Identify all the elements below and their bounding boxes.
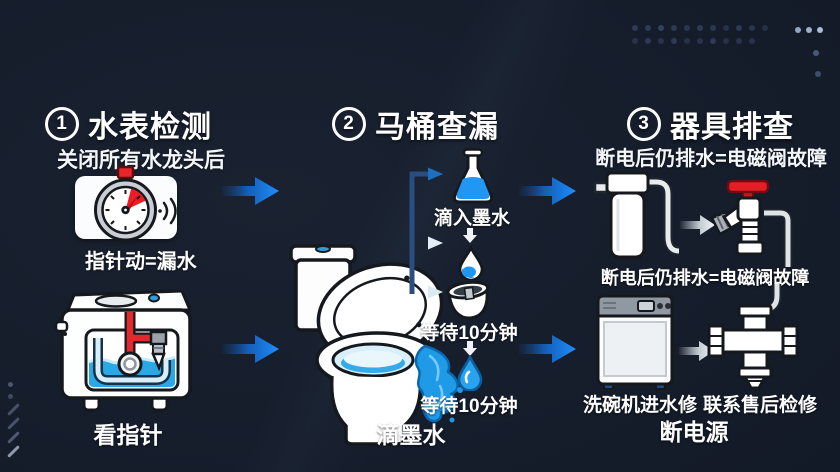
step2-title-text: 马桶查漏 <box>375 111 499 144</box>
slash-decoration-2 <box>7 417 20 430</box>
step3-dishwasher-caption: 洗碗机进水修 <box>582 395 698 416</box>
step3-number-circle: 3 <box>627 107 661 141</box>
step2-wait-caption-2: 等待10分钟 <box>420 396 518 417</box>
step3-title: 3 器具排查 <box>627 102 794 146</box>
down-arrow-icon <box>463 228 477 243</box>
step2-title: 2 马桶查漏 <box>332 102 499 146</box>
slash-decoration-4 <box>7 445 20 458</box>
branch-bracket-icon <box>409 167 443 299</box>
dishwasher-icon <box>596 294 674 390</box>
step1-meter-caption: 指针动=漏水 <box>85 251 197 273</box>
dots-decoration-top <box>632 25 638 31</box>
step1-title-text: 水表检测 <box>88 111 212 144</box>
flow-arrow-icon <box>519 177 576 205</box>
toilet-bowl-icon <box>446 280 490 320</box>
dots-decoration-top-2 <box>632 38 638 44</box>
step1-tank-caption: 看指针 <box>93 422 163 448</box>
slash-decoration-3 <box>7 431 20 444</box>
step1-subtitle: 关闭所有水龙头后 <box>57 149 225 172</box>
step2-number-circle: 2 <box>332 107 366 141</box>
step3-subtitle: 断电后仍排水=电磁阀故障 <box>595 148 827 170</box>
water-filter-icon <box>594 171 680 259</box>
dots-decoration-left <box>8 382 13 387</box>
step1-title: 1 水表检测 <box>45 102 212 146</box>
water-meter-icon <box>94 165 177 242</box>
down-arrow-icon <box>463 341 477 356</box>
flow-arrow-icon <box>222 335 279 363</box>
step3-power-caption: 断电源 <box>659 419 729 445</box>
valve-faucet-icon <box>710 179 793 267</box>
step2-wait-caption-1: 等待10分钟 <box>420 323 518 344</box>
pipe-fitting-icon <box>707 284 799 390</box>
step-arrow-icon <box>680 215 715 235</box>
flow-arrow-icon <box>222 177 279 205</box>
step2-toilet-caption: 滴墨水 <box>376 422 446 448</box>
droplet-icon <box>458 246 484 280</box>
step3-title-text: 器具排查 <box>670 111 794 144</box>
ink-flask-icon <box>452 148 494 204</box>
step3-service-caption: 联系售后检修 <box>702 395 818 416</box>
step1-number-circle: 1 <box>45 107 79 141</box>
toilet-tank-icon <box>54 289 193 412</box>
droplet-icon <box>457 355 483 391</box>
flow-arrow-icon <box>519 335 576 363</box>
step-arrow-icon <box>679 341 714 361</box>
step3-filter-caption: 断电后仍排水=电磁阀故障 <box>600 268 810 288</box>
step2-flask-caption: 滴入墨水 <box>433 208 511 229</box>
slash-decoration-1 <box>7 403 20 416</box>
